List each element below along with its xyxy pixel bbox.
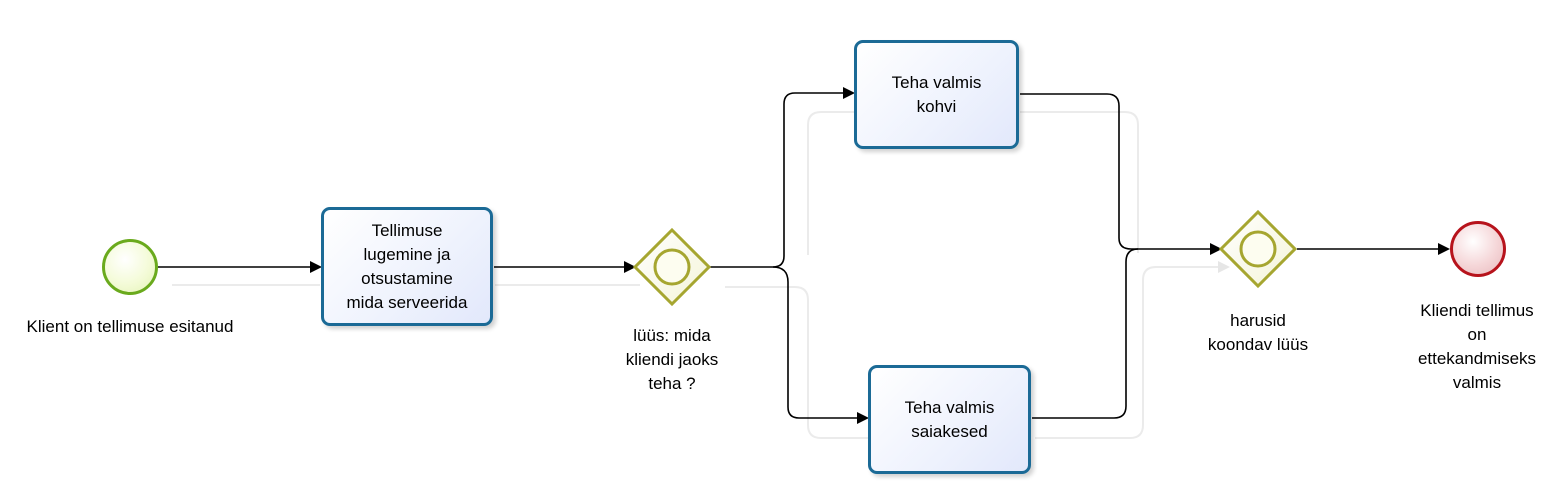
gateway-inclusive-marker-icon <box>1239 230 1277 268</box>
merge-gateway[interactable] <box>1218 209 1298 289</box>
flow-coffee-to-merge <box>1020 93 1222 255</box>
start-event[interactable] <box>102 239 158 295</box>
split-gateway[interactable] <box>632 227 712 307</box>
flow-split-to-pastries <box>772 266 869 424</box>
flow-shadows <box>172 111 1230 439</box>
flow-split-to-coffee <box>710 87 855 268</box>
sequence-flows <box>158 87 1450 424</box>
flow-pastries-to-merge <box>1032 248 1139 419</box>
merge-gateway-label: harusid koondav lüüs <box>1207 311 1309 354</box>
end-event-label: Kliendi tellimus on ettekandmiseks valmi… <box>1417 301 1537 392</box>
task-make-pastries[interactable]: Teha valmis saiakesed <box>868 365 1031 474</box>
start-event-label: Klient on tellimuse esitanud <box>26 317 234 336</box>
task-make-coffee[interactable]: Teha valmis kohvi <box>854 40 1019 149</box>
task-read-order[interactable]: Tellimuse lugemine ja otsustamine mida s… <box>321 207 493 326</box>
split-gateway-label: lüüs: mida kliendi jaoks teha ? <box>625 326 719 393</box>
end-event[interactable] <box>1450 221 1506 277</box>
gateway-inclusive-marker-icon <box>653 248 691 286</box>
